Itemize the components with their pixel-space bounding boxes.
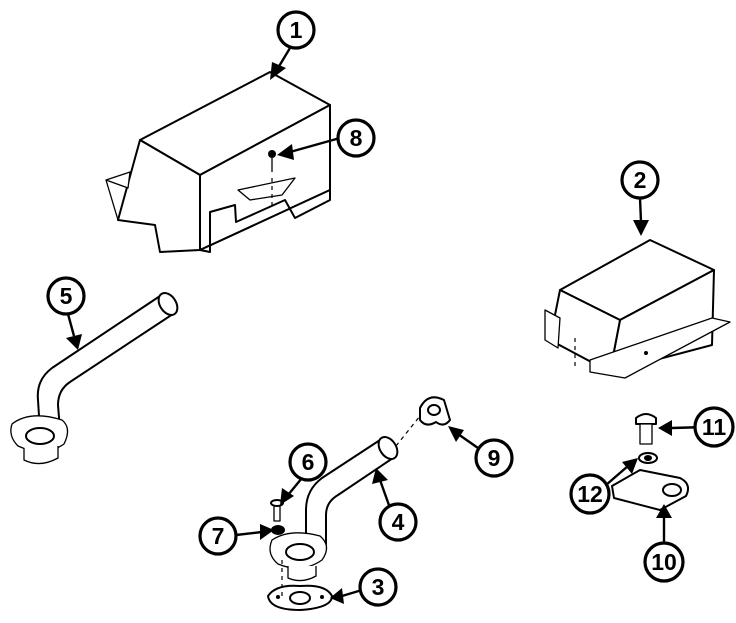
- callout-3-label: 3: [372, 574, 385, 600]
- part-11-bolt: [635, 413, 657, 445]
- callout-10-label: 10: [651, 549, 677, 575]
- part-3-gasket: [267, 584, 333, 611]
- callout-8-label: 8: [350, 125, 363, 151]
- callout-3: 3: [358, 567, 398, 607]
- callout-9: 9: [474, 438, 514, 478]
- part-4-exhaust-pipe: [269, 436, 399, 582]
- callout-6: 6: [288, 442, 328, 482]
- part-9-clamp: [419, 396, 451, 426]
- callout-10: 10: [643, 541, 685, 583]
- callout-7: 7: [198, 516, 238, 556]
- part-1-shroud-cover: [105, 71, 331, 253]
- part-2-shroud-cover: [544, 239, 731, 379]
- callout-9-label: 9: [488, 445, 501, 471]
- callout-12: 12: [569, 473, 611, 515]
- callout-6-label: 6: [302, 449, 315, 475]
- callout-1-label: 1: [290, 17, 303, 43]
- callout-7-label: 7: [212, 523, 225, 549]
- part-8-screw: [268, 150, 276, 172]
- callout-5: 5: [46, 276, 86, 316]
- part-5-exhaust-pipe: [10, 292, 179, 465]
- callout-2-label: 2: [634, 167, 647, 193]
- callout-4: 4: [378, 502, 418, 542]
- callout-1: 1: [276, 10, 316, 50]
- callout-2: 2: [620, 160, 660, 200]
- callout-11: 11: [693, 406, 735, 448]
- part-10-clip: [611, 469, 689, 511]
- callout-4-label: 4: [392, 509, 405, 535]
- clamp-alignment-line: [395, 415, 421, 447]
- part-12-washer: [638, 452, 658, 464]
- callout-11-label: 11: [702, 414, 727, 440]
- callout-5-label: 5: [60, 283, 73, 309]
- callout-12-label: 12: [577, 481, 603, 507]
- callout-8: 8: [336, 118, 376, 158]
